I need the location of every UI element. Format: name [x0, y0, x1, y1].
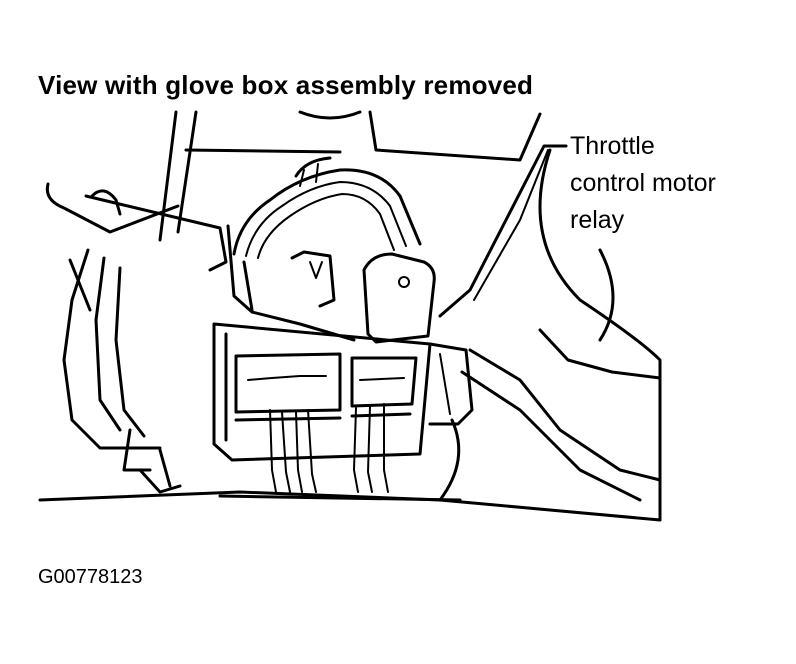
bottom-wires	[269, 403, 461, 502]
callout-leader	[438, 144, 568, 318]
page-title: View with glove box assembly removed	[38, 70, 534, 100]
callout-label-line-3: relay	[570, 206, 625, 234]
throttle-control-motor-relay	[362, 252, 436, 344]
callout-label-line-2: control motor	[570, 169, 716, 197]
connector-block	[212, 322, 474, 462]
dash-panel	[45, 110, 542, 312]
relay-bracket	[226, 224, 436, 344]
relay-mounting-hole	[398, 276, 410, 288]
callout-label-line-1: Throttle	[570, 132, 655, 160]
wiring-harness	[232, 156, 422, 259]
right-panel	[460, 148, 662, 522]
figure-id: G00778123	[38, 566, 143, 588]
duct-housing	[62, 189, 228, 494]
floor-line	[38, 490, 662, 522]
